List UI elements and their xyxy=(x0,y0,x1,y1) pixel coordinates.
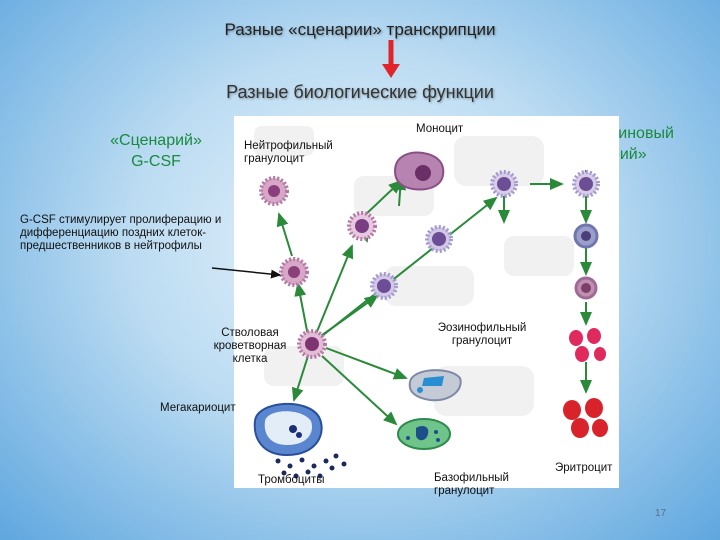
platelets xyxy=(275,453,347,479)
gcsf-scenario-label: «Сценарий» G-CSF xyxy=(110,132,202,170)
eosinophil-label: Эозинофильный гранулоцит xyxy=(437,322,527,347)
progenitor-cells xyxy=(259,170,600,359)
arrow-mid-to-top xyxy=(276,212,293,257)
arrow-stem-to-megakaryocyte xyxy=(291,355,309,402)
violet-progenitor xyxy=(347,211,377,241)
erythroblast-2 xyxy=(574,276,598,300)
hematopoiesis-diagram xyxy=(253,126,608,479)
title-down-arrow xyxy=(382,40,400,78)
erythrocyte-label: Эритроцит xyxy=(555,462,613,474)
erythroid-line xyxy=(563,223,608,438)
erythrocytes xyxy=(563,398,608,438)
platelets-label: Тромбоциты xyxy=(258,474,325,486)
basophil-label: Базофильный гранулоцит xyxy=(434,472,509,497)
erythroblast-1 xyxy=(573,223,599,249)
slide-subtitle: Разные биологические функции xyxy=(226,82,494,102)
arrow-stem-to-eosinophil xyxy=(325,347,408,380)
megakaryocyte-label: Мегакариоцит xyxy=(160,402,236,414)
arrow-stem-to-basophil xyxy=(321,355,398,426)
neutrophil-label: Нейтрофильный гранулоцит xyxy=(244,140,333,165)
arrow-stem-to-mid xyxy=(294,282,309,337)
arrow-to-monocyte xyxy=(363,179,403,217)
eosinophil-cell xyxy=(408,369,462,402)
stem-cell-label: Стволовая кроветворная клетка xyxy=(213,327,287,365)
epo-progenitor-2 xyxy=(572,170,600,198)
monocyte-cell xyxy=(393,151,445,191)
gcsf-note: G-CSF стимулирует пролиферацию и диффере… xyxy=(20,214,222,252)
basophil-cell xyxy=(397,418,451,450)
monocyte-label: Моноцит xyxy=(416,123,464,135)
arrow-stem-to-epo xyxy=(321,196,498,337)
epo-progenitor-1 xyxy=(490,170,518,198)
gcsf-pointer-arrow xyxy=(211,267,282,279)
neutrophil-progenitor-top xyxy=(259,176,289,206)
granulocyte-precursor xyxy=(370,272,398,300)
slide-title: Разные «сценарии» транскрипции xyxy=(224,20,496,39)
megakaryocyte-cell xyxy=(253,403,323,457)
page-number: 17 xyxy=(655,508,667,519)
monocyte-precursor xyxy=(425,225,453,253)
cell-diagram-panel xyxy=(234,116,619,488)
stem-cell xyxy=(297,329,327,359)
reticulocytes xyxy=(569,328,606,362)
arrow-stem-to-violet xyxy=(315,244,354,335)
